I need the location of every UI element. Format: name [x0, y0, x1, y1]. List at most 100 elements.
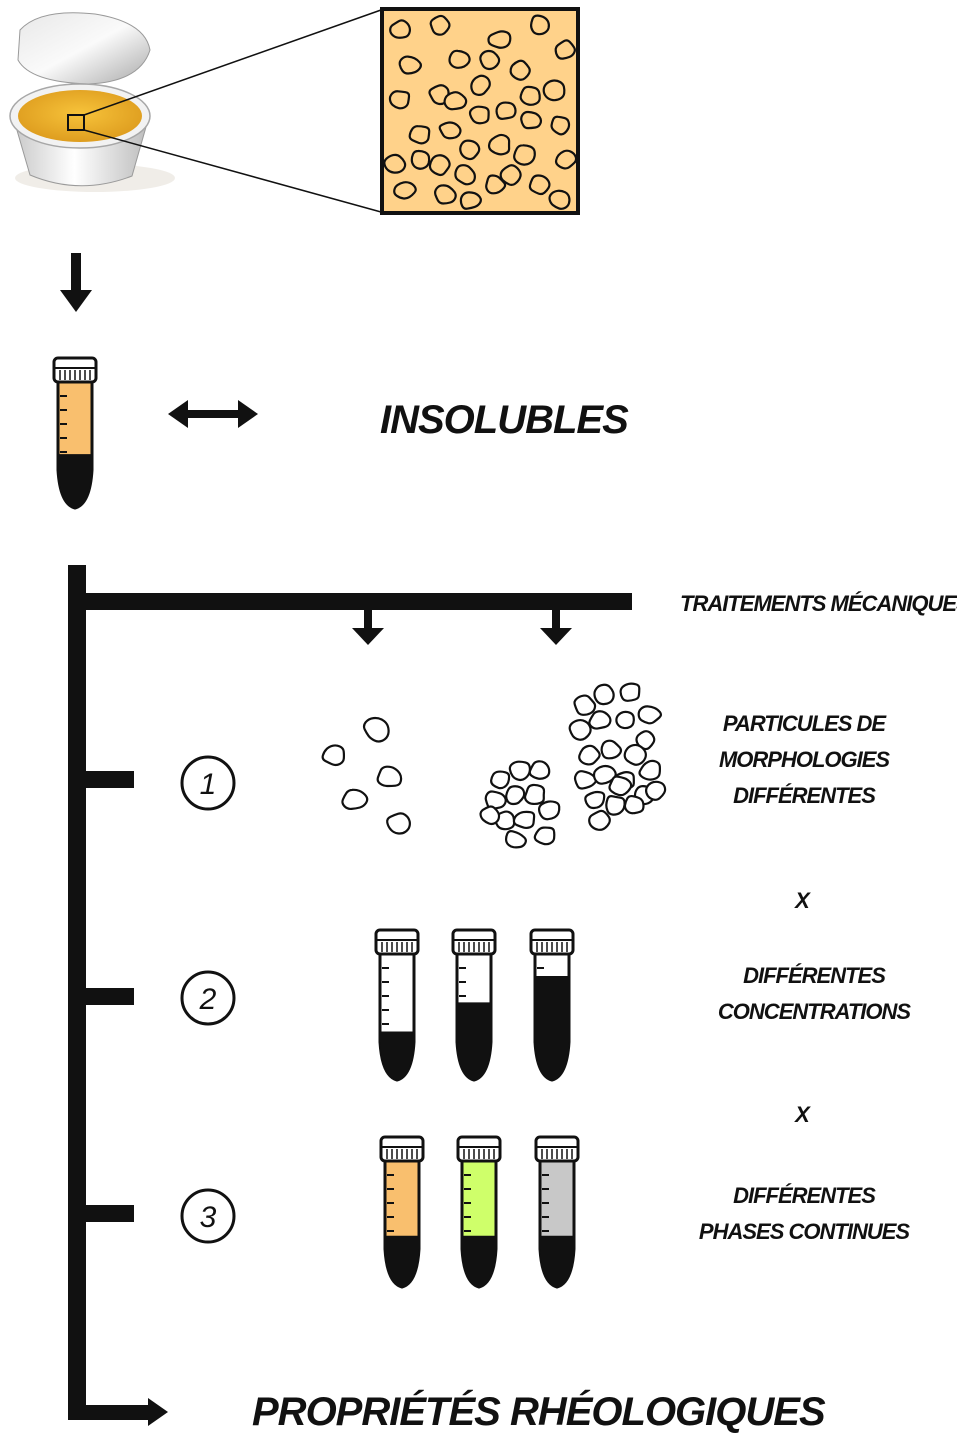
particle	[568, 718, 592, 741]
particle	[386, 812, 411, 835]
cell	[459, 139, 481, 161]
step3-label-line1: DIFFÉRENTES	[733, 1183, 876, 1208]
centrifuge-tube-icon	[456, 1135, 502, 1289]
step1-label-line3: DIFFÉRENTES	[733, 783, 876, 808]
particle	[635, 730, 656, 751]
cell	[433, 184, 457, 205]
main-flow-line	[68, 565, 168, 1426]
step2-label-line2: CONCENTRATIONS	[718, 999, 911, 1024]
concentration-tubes	[374, 928, 575, 1082]
cell	[548, 189, 571, 210]
step1-label-line1: PARTICULES DE	[723, 711, 888, 736]
cell	[389, 19, 412, 39]
treatment-bar	[86, 593, 632, 645]
times-sign-1: X	[793, 888, 811, 913]
svg-text:1: 1	[200, 768, 217, 801]
cell	[470, 74, 491, 96]
particle	[600, 739, 623, 760]
particle	[523, 783, 546, 806]
cell	[408, 125, 431, 145]
step-2-badge: 2	[180, 970, 236, 1026]
tube-sediment	[535, 976, 569, 1080]
particle	[578, 744, 601, 766]
particle	[479, 805, 501, 826]
step-3-badge: 3	[180, 1188, 236, 1244]
cell	[485, 174, 507, 195]
centrifuge-tube-icon	[379, 1135, 425, 1289]
cell	[554, 149, 578, 170]
cell	[459, 191, 482, 210]
particle	[593, 683, 615, 706]
centrifuge-tube-icon	[451, 928, 497, 1082]
particle	[490, 770, 511, 790]
tube-sediment	[457, 1002, 491, 1080]
particle	[588, 710, 612, 730]
cell	[487, 133, 511, 156]
insolubles-label: INSOLUBLES	[380, 398, 629, 442]
cell	[468, 105, 490, 125]
particle	[615, 710, 635, 730]
step3-label-line2: PHASES CONTINUES	[699, 1219, 910, 1244]
branch-tick-3	[86, 1205, 134, 1222]
particle	[619, 682, 641, 702]
microstructure-zoom	[380, 7, 580, 215]
cell	[542, 79, 566, 102]
cell	[454, 164, 476, 186]
rheological-properties-label: PROPRIÉTÉS RHÉOLOGIQUES	[252, 1389, 826, 1434]
particle	[584, 790, 606, 810]
branch-tick-2	[86, 988, 134, 1005]
particle	[637, 705, 663, 725]
scattered-particles-icon	[321, 716, 411, 835]
insolubles-tube-icon	[52, 356, 98, 510]
cell	[479, 49, 501, 71]
cell	[499, 164, 522, 187]
cell	[383, 153, 407, 174]
particle	[508, 760, 532, 782]
step2-label-line1: DIFFÉRENTES	[743, 963, 886, 988]
cell	[393, 181, 417, 200]
particle	[644, 780, 667, 801]
cell	[520, 110, 543, 130]
particle	[588, 809, 611, 831]
double-arrow-icon	[168, 400, 258, 428]
cell	[554, 39, 576, 60]
cell	[519, 85, 541, 106]
dessert-cup-image	[9, 12, 175, 192]
continuous-phase-tubes	[379, 1135, 580, 1289]
particle-cluster-icon	[479, 682, 667, 849]
cell	[438, 121, 462, 140]
cell	[443, 91, 468, 111]
tube-sediment	[540, 1235, 574, 1287]
centrifuge-tube-icon	[529, 928, 575, 1082]
centrifuge-tube-icon	[534, 1135, 580, 1289]
particle	[504, 829, 527, 849]
cell	[495, 101, 517, 120]
tube-sediment	[385, 1235, 419, 1287]
cell	[528, 174, 551, 196]
particle	[573, 694, 597, 716]
cell	[429, 14, 451, 36]
tube-sediment	[58, 454, 92, 508]
cell	[428, 154, 451, 177]
particle	[362, 716, 390, 743]
tube-sediment	[380, 1031, 414, 1080]
particle	[341, 788, 369, 811]
cell	[398, 55, 422, 75]
particle	[505, 785, 526, 806]
centrifuge-tube-icon	[374, 928, 420, 1082]
particle	[623, 743, 647, 766]
particle	[321, 744, 346, 767]
down-arrow-icon	[60, 253, 92, 312]
tube-sediment	[462, 1235, 496, 1287]
zoom-line-bottom	[83, 129, 382, 213]
zoom-line-top	[83, 9, 382, 116]
particle	[537, 800, 561, 821]
particle	[528, 760, 551, 780]
particle	[623, 794, 645, 815]
cell	[529, 14, 550, 36]
centrifuge-tube-icon	[52, 356, 98, 510]
particle	[533, 826, 556, 846]
particle	[512, 810, 536, 830]
branch-tick-1	[86, 771, 134, 788]
